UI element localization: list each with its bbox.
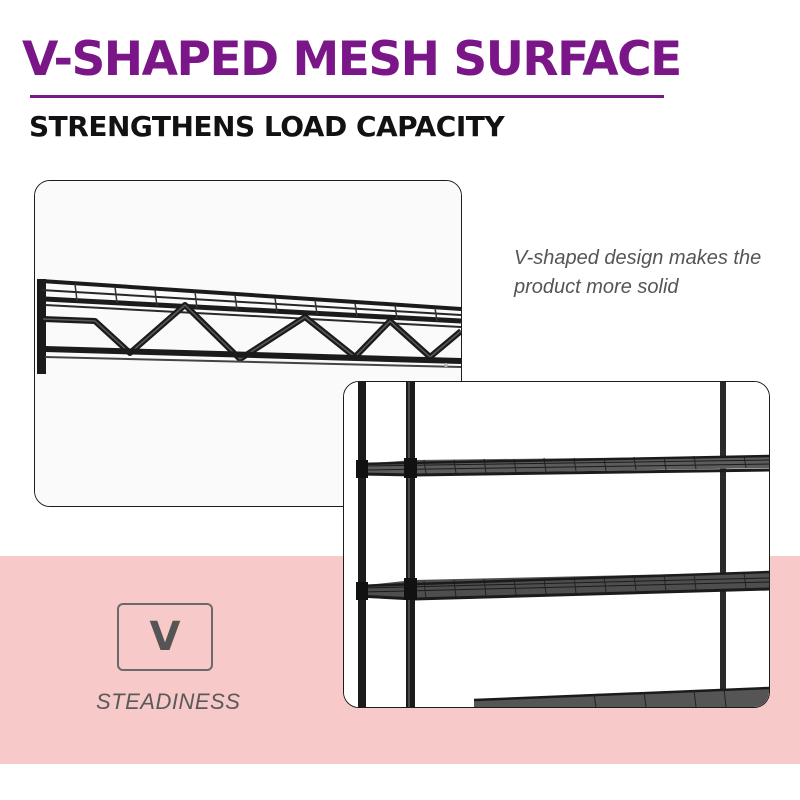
shelf-photo	[343, 381, 770, 708]
title-underline	[30, 95, 664, 98]
shelf-level-1	[357, 454, 769, 477]
page-subtitle: STRENGTHENS LOAD CAPACITY	[29, 110, 505, 143]
design-caption: V-shaped design makes the product more s…	[514, 247, 762, 298]
wire-shelving-illustration	[344, 382, 769, 707]
steadiness-label: STEADINESS	[96, 689, 241, 714]
v-badge: V	[117, 603, 213, 671]
v-badge-letter: V	[149, 614, 181, 660]
shelf-level-3	[473, 686, 769, 707]
page-title: V-SHAPED MESH SURFACE	[22, 32, 682, 87]
